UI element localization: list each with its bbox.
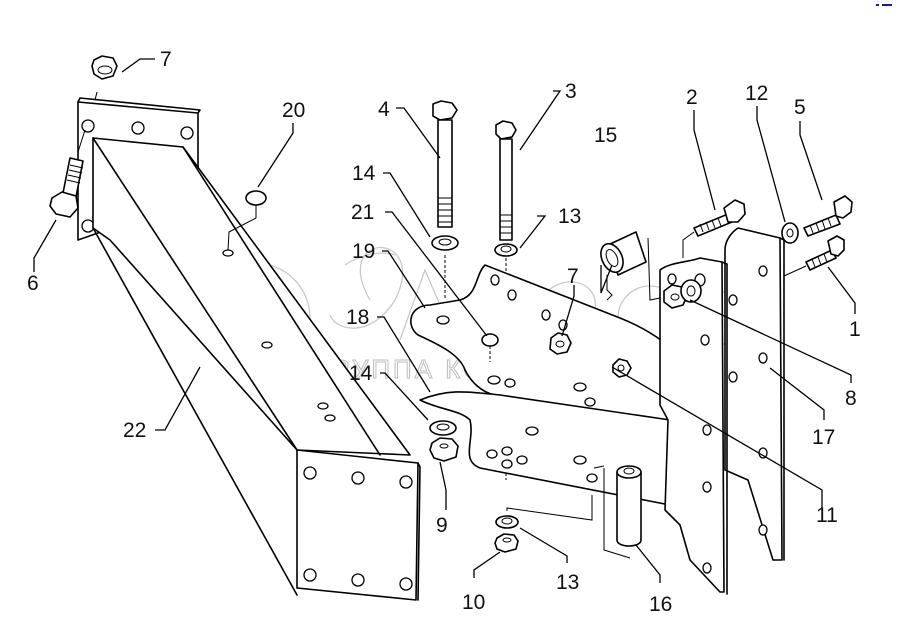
callout-labels: 7 6 20 4 3 14 21 13 19 18 14 22 9 10 13 … xyxy=(27,48,861,616)
part-4-long-bolt xyxy=(432,100,458,228)
part-14-washer-bottom xyxy=(429,420,457,436)
callout-7b: 7 xyxy=(567,265,579,288)
callout-13b: 13 xyxy=(556,571,579,594)
part-18-plug xyxy=(481,333,499,362)
corner-mark xyxy=(876,4,894,8)
callout-6: 6 xyxy=(27,272,39,295)
callout-11: 10 xyxy=(462,591,485,614)
callout-19: 17 xyxy=(812,426,835,449)
part-7-lock-nut-center xyxy=(549,332,572,355)
part-5-bolt xyxy=(803,195,853,237)
callout-21: 19 xyxy=(352,240,375,263)
callout-9: 11 xyxy=(816,504,838,527)
callout-5: 5 xyxy=(794,96,806,119)
part-2-bolt xyxy=(682,199,746,258)
part-16-sleeve xyxy=(593,465,642,559)
callout-1: 1 xyxy=(849,318,861,341)
callout-15: 15 xyxy=(594,124,617,147)
part-8-nut xyxy=(663,279,702,309)
callout-10: 9 xyxy=(436,514,448,537)
part-19-vertical-plate xyxy=(724,227,785,561)
part-11-nut xyxy=(494,533,519,553)
part-12-washer xyxy=(781,222,799,244)
callout-8: 8 xyxy=(845,387,857,410)
part-17-plug xyxy=(227,190,267,251)
part-7-lock-nut-top xyxy=(91,55,118,101)
front-vertical-plate xyxy=(659,257,738,595)
callout-20: 18 xyxy=(346,306,369,329)
part-3-long-bolt xyxy=(495,120,517,241)
part-14-washer-top xyxy=(431,235,459,300)
part-10-nut xyxy=(429,437,459,462)
callout-22: 22 xyxy=(123,419,146,442)
callout-14a: 14 xyxy=(352,162,376,185)
part-9-nut xyxy=(612,358,632,378)
callout-2: 2 xyxy=(686,86,698,109)
callout-14b: 14 xyxy=(349,362,373,385)
callout-17: 20 xyxy=(282,99,305,122)
callout-13a: 13 xyxy=(558,205,581,228)
part-22-square-beam xyxy=(77,97,421,601)
part-6-bolt xyxy=(49,129,86,218)
callout-12: 12 xyxy=(745,82,768,105)
callout-4: 4 xyxy=(378,98,390,121)
callout-3: 3 xyxy=(565,80,577,103)
part-13-washer-bottom xyxy=(495,495,593,529)
part-1-bolt xyxy=(783,235,845,277)
callout-18: 21 xyxy=(351,201,374,224)
callout-7a: 7 xyxy=(160,48,172,71)
part-15-bushing xyxy=(600,231,661,301)
callout-16: 16 xyxy=(649,593,672,616)
callout-leaders xyxy=(33,58,856,583)
